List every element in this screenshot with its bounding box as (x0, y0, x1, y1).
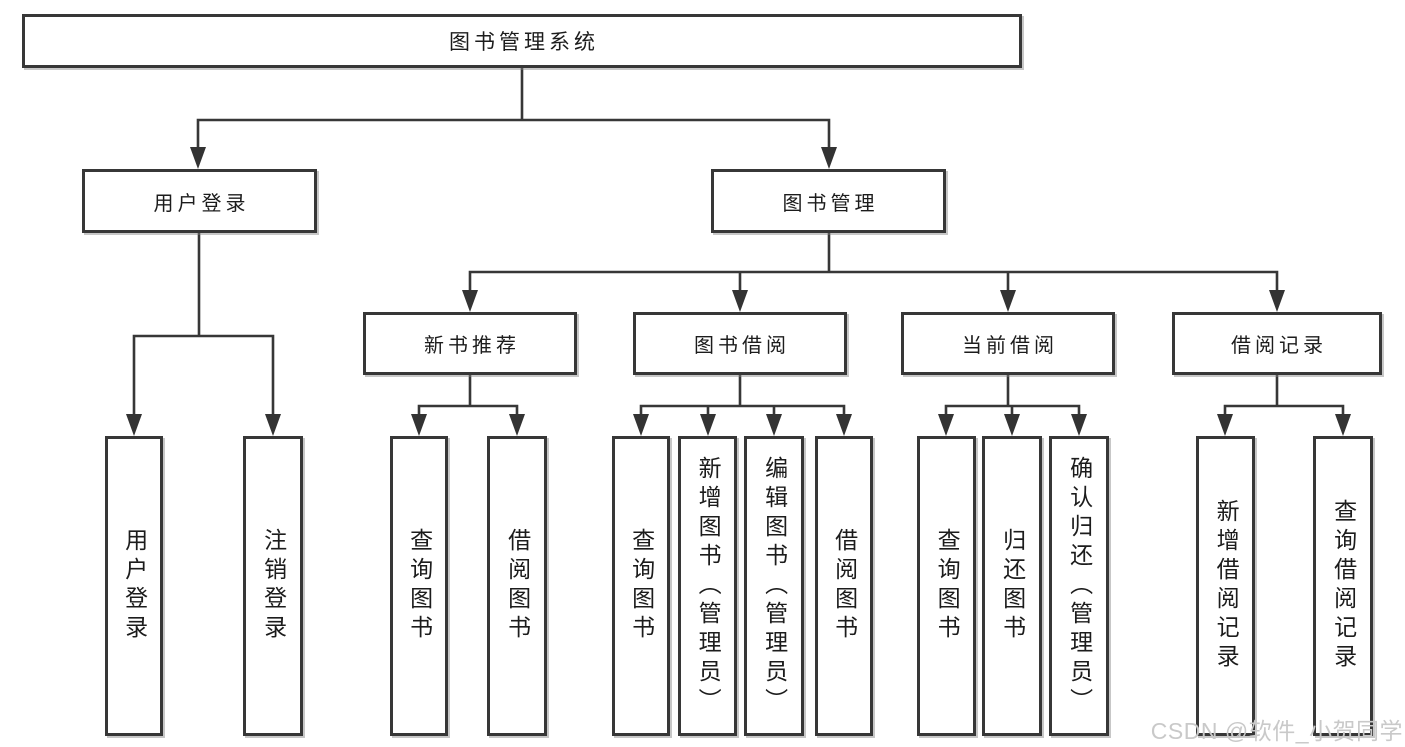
leaf-logout-login: 注销登录 (243, 436, 303, 736)
node-new-book-recommendation: 新书推荐 (363, 312, 577, 375)
node-book-management: 图书管理 (711, 169, 946, 233)
leaf-records-add-borrow-record: 新增借阅记录 (1196, 436, 1255, 736)
tree-wires (132, 66, 1345, 418)
node-book-borrowing: 图书借阅 (633, 312, 847, 375)
leaf-records-query-borrow-record: 查询借阅记录 (1313, 436, 1373, 736)
leaf-borrowing-borrow-books: 借阅图书 (815, 436, 873, 736)
leaf-current-query-books: 查询图书 (917, 436, 976, 736)
arrowheads (126, 147, 1351, 436)
csdn-watermark: CSDN @软件_小贺同学 (1150, 718, 1403, 744)
node-library-management-system: 图书管理系统 (22, 14, 1022, 68)
leaf-user-login: 用户登录 (105, 436, 163, 736)
node-user-login: 用户登录 (82, 169, 317, 233)
leaf-borrowing-query-books: 查询图书 (612, 436, 670, 736)
leaf-newbook-query-books: 查询图书 (390, 436, 448, 736)
leaf-newbook-borrow-books: 借阅图书 (487, 436, 547, 736)
node-borrowing-records: 借阅记录 (1172, 312, 1382, 375)
leaf-borrowing-edit-books-admin: 编辑图书（管理员） (744, 436, 804, 736)
node-current-borrowing: 当前借阅 (901, 312, 1115, 375)
leaf-current-return-books: 归还图书 (982, 436, 1042, 736)
leaf-borrowing-add-books-admin: 新增图书（管理员） (678, 436, 737, 736)
leaf-current-confirm-return-admin: 确认归还（管理员） (1049, 436, 1109, 736)
